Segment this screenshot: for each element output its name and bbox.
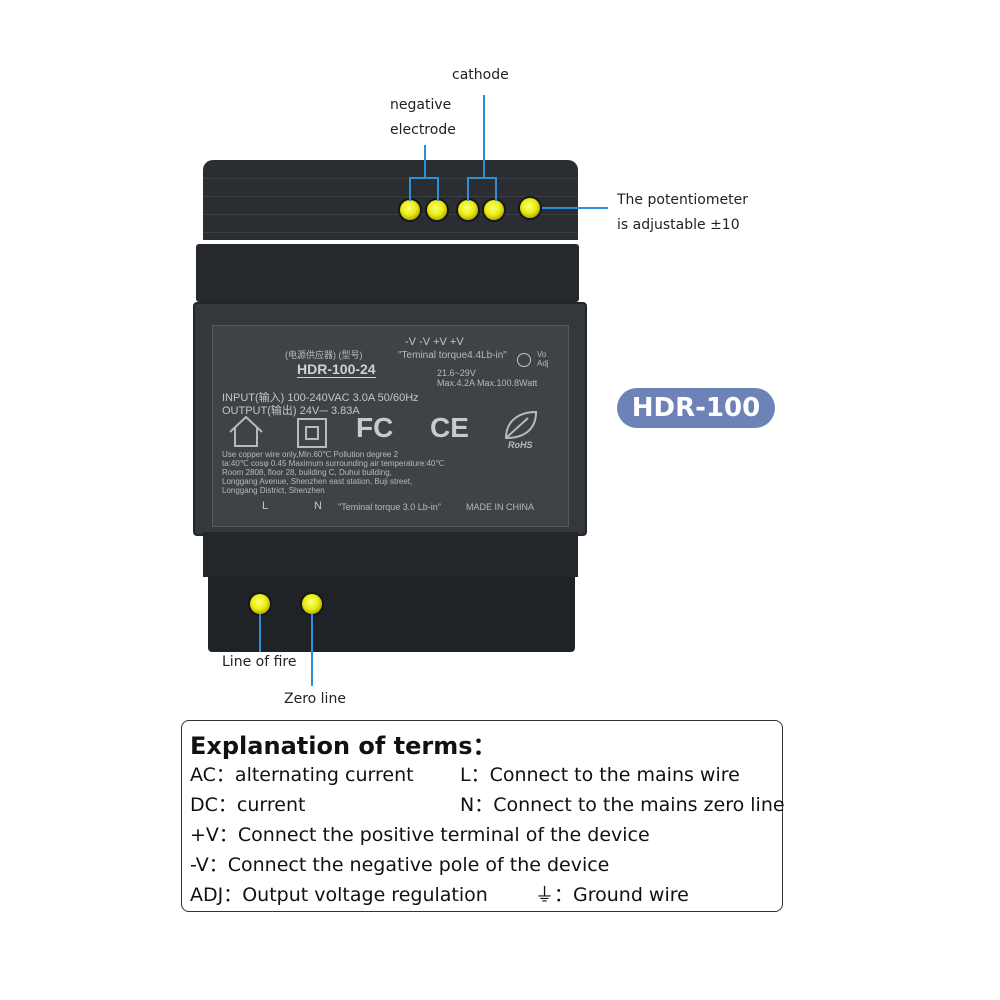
negative-leader-stem (424, 145, 426, 178)
made-in-label: MADE IN CHINA (466, 502, 535, 512)
model-badge: HDR-100 (617, 388, 775, 428)
zero-line-leader (311, 614, 313, 686)
output-range-1: 21.6~29V (437, 368, 476, 378)
input-spec: INPUT(输入) 100-240VAC 3.0A 50/60Hz (222, 392, 419, 404)
explanation-minus-v: -V：Connect the negative pole of the devi… (190, 854, 610, 876)
cathode-leader-right (495, 177, 497, 201)
negative-leader-right (437, 177, 439, 201)
house-icon (226, 412, 266, 454)
explanation-box (181, 720, 783, 912)
potentiometer-leader (542, 207, 608, 209)
terminal-minus-v-1 (400, 200, 420, 220)
fine-print-4: Longgang Avenue, Shenzhen east station, … (222, 477, 413, 486)
terminal-plus-v-1 (458, 200, 478, 220)
output-range-2: Max.4.2A Max.100.8Watt (437, 378, 538, 388)
explanation-dc: DC：current (190, 794, 306, 816)
ce-mark: CE (430, 412, 469, 443)
terminal-polarity-labels: -V -V +V +V (405, 336, 464, 348)
explanation-n: N：Connect to the mains zero line (460, 794, 785, 816)
explanation-ac: AC：alternating current (190, 764, 414, 786)
adj-label: Vo Adj (537, 350, 549, 368)
explanation-adj: ADJ：Output voltage regulation (190, 884, 488, 906)
line-of-fire-label: Line of fire (222, 654, 297, 670)
cathode-leader-bar (467, 177, 497, 179)
fine-print-3: Room 2808, floor 28, building C, Duhui b… (222, 468, 392, 477)
cathode-leader-stem (483, 95, 485, 178)
cathode-label: cathode (452, 67, 509, 83)
explanation-title: Explanation of terms： (190, 732, 497, 760)
potentiometer-label-line2: is adjustable ±10 (617, 217, 740, 233)
fine-print-5: Longgang District, Shenzhen (222, 486, 325, 495)
terminal-n-label: N (314, 500, 322, 512)
potentiometer-label-line1: The potentiometer (617, 192, 748, 208)
brand-chinese-label: (电源供应器) (型号) (285, 350, 363, 360)
rohs-label: RoHS (508, 440, 533, 450)
terminal-plus-v-2 (484, 200, 504, 220)
model-number: HDR-100-24 (297, 361, 376, 378)
terminal-l-label: L (262, 500, 269, 512)
output-spec: OUTPUT(输出) 24V⎓ 3.83A (222, 405, 360, 417)
terminal-torque-bottom: "Teminal torque 3.0 Lb-in" (338, 502, 441, 512)
device-bottom-section (208, 577, 575, 652)
negative-leader-bar (409, 177, 439, 179)
double-insulation-icon (297, 418, 327, 448)
adjust-knob-icon (517, 353, 531, 367)
fine-print-1: Use copper wire only,Min.60℃ Pollution d… (222, 450, 399, 459)
negative-electrode-label-line1: negative (390, 97, 452, 113)
terminal-torque-top: "Teminal torque4.4Lb-in" (398, 350, 507, 361)
terminal-minus-v-2 (427, 200, 447, 220)
zero-line-label: Zero line (284, 691, 346, 707)
line-of-fire-leader (259, 614, 261, 652)
terminal-n-led (302, 594, 322, 614)
terminal-l-led (250, 594, 270, 614)
explanation-ground: ⏚：Ground wire (535, 884, 689, 906)
device-lower-section (203, 532, 578, 577)
explanation-plus-v: +V：Connect the positive terminal of the … (190, 824, 650, 846)
fc-mark: FC (356, 412, 394, 443)
cathode-leader-left (467, 177, 469, 201)
potentiometer-led (520, 198, 540, 218)
negative-electrode-label-line2: electrode (390, 122, 456, 138)
negative-leader-left (409, 177, 411, 201)
device-top-section (203, 160, 578, 240)
explanation-l: L：Connect to the mains wire (460, 764, 740, 786)
fine-print-2: ta:40℃ cosφ 0.45 Maximum surrounding air… (222, 459, 445, 468)
device-mid-section (196, 244, 579, 302)
rohs-leaf-icon (500, 408, 542, 448)
